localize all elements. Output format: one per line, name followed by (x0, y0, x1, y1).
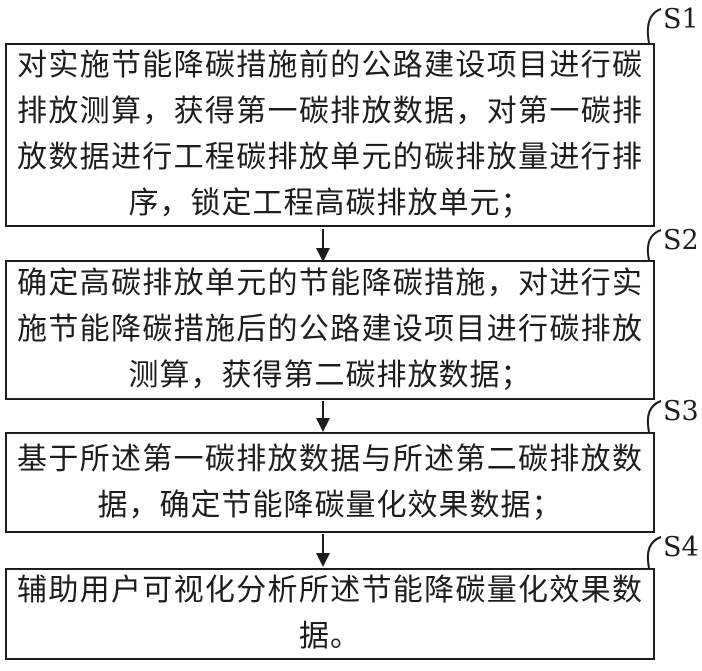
step-s2-line-3: 测算，获得第二碳排放数据； (128, 358, 532, 393)
step-box-s4: 辅助用户可视化分析所述节能降碳量化效果数 据。 (5, 568, 655, 660)
flow-arrow-3 (316, 534, 330, 567)
flow-arrow-2 (316, 401, 330, 432)
step-s3-line-1: 基于所述第一碳排放数据与所述第二碳排放数 (17, 441, 643, 477)
leader-line-s3 (646, 400, 662, 433)
step-label-s2: S2 (663, 225, 699, 256)
step-box-s1: 对实施节能降碳措施前的公路建设项目进行碳 排放测算，获得第一碳排放数据，对第一碳… (5, 43, 655, 227)
step-label-s3: S3 (663, 396, 699, 427)
step-s1-line-3: 放数据进行工程碳排放单元的碳排放量进行排 (17, 140, 643, 175)
leader-line-s2 (646, 229, 662, 261)
step-s1-line-4: 序，锁定工程高碳排放单元； (128, 186, 532, 221)
leader-line-s1 (646, 8, 662, 44)
step-label-s4: S4 (663, 532, 699, 563)
flow-arrow-1 (316, 229, 330, 262)
leader-line-s4 (646, 536, 662, 569)
step-s1-line-1: 对实施节能降碳措施前的公路建设项目进行碳 (17, 48, 643, 83)
step-s4-line-2: 据。 (299, 619, 361, 654)
step-s2-line-1: 确定高碳排放单元的节能降碳措施，对进行实 (17, 266, 643, 301)
step-s1-line-2: 排放测算，获得第一碳排放数据，对第一碳排 (17, 94, 643, 129)
step-s4-line-1: 辅助用户可视化分析所述节能降碳量化效果数 (17, 573, 643, 608)
step-box-s2: 确定高碳排放单元的节能降碳措施，对进行实 施节能降碳措施后的公路建设项目进行碳排… (5, 260, 655, 400)
step-s2-line-2: 施节能降碳措施后的公路建设项目进行碳排放 (17, 312, 643, 347)
step-box-s3: 基于所述第一碳排放数据与所述第二碳排放数 据，确定节能降碳量化效果数据； (5, 432, 655, 533)
step-label-s1: S1 (663, 4, 699, 35)
step-s3-line-2: 据，确定节能降碳量化效果数据； (97, 487, 563, 523)
